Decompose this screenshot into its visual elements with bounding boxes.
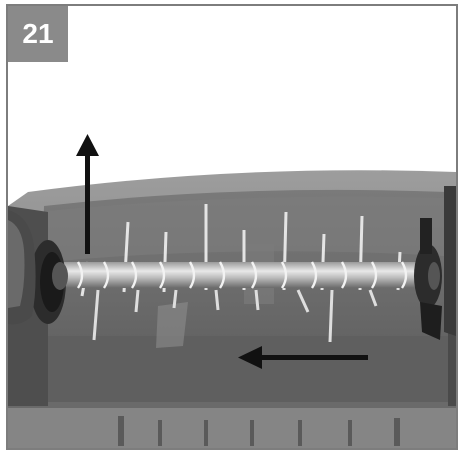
figure-frame: 21 [6, 4, 458, 450]
step-number: 21 [22, 18, 54, 49]
arrow-left-icon [238, 346, 368, 369]
step-number-badge: 21 [8, 6, 68, 62]
left-bearing [30, 240, 68, 324]
roller-spiral [76, 261, 408, 289]
scarifier-roller-photo [8, 134, 456, 448]
arrow-up-icon [76, 134, 99, 254]
housing-base [8, 402, 456, 448]
right-bearing [414, 218, 442, 340]
roller-shaft [48, 262, 440, 288]
roller-blades-lower [92, 289, 378, 343]
